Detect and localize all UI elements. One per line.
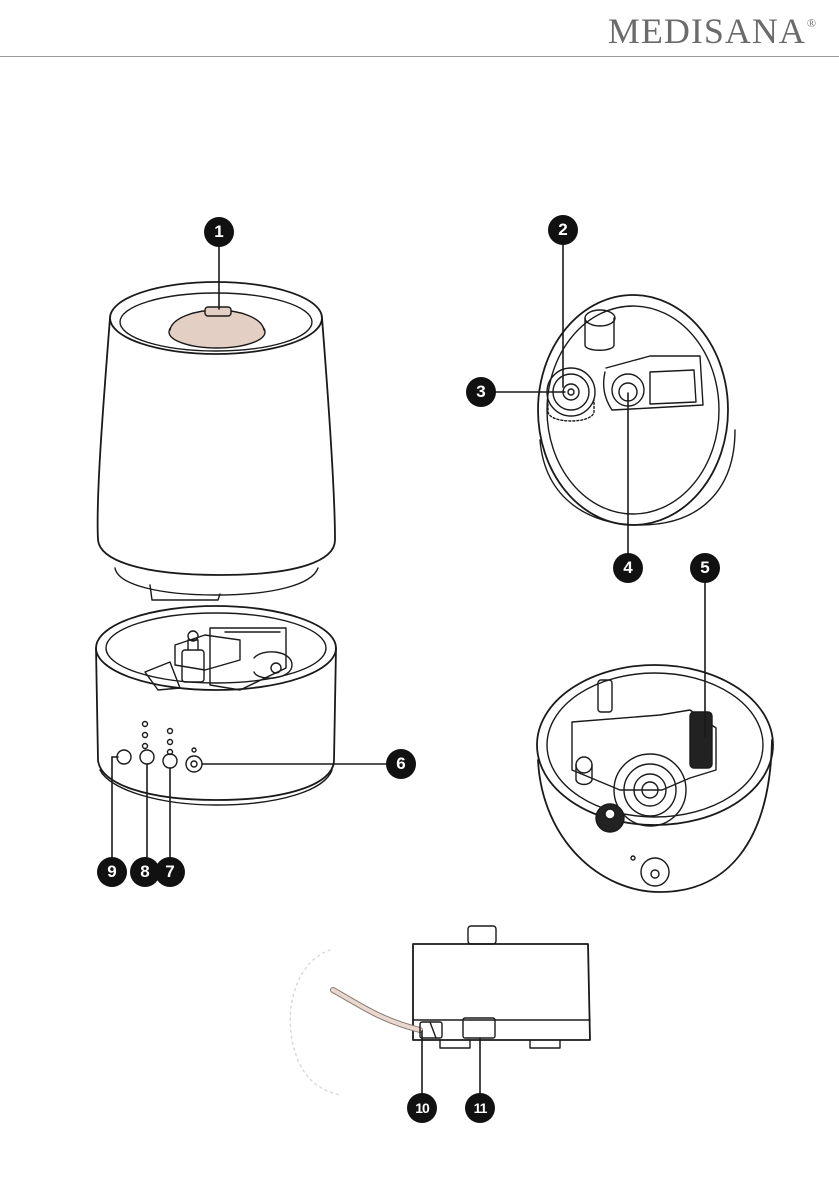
callout-4: 4 [613,553,643,583]
tank-bottom-view [538,295,735,525]
outlet-socket [463,1018,495,1038]
callout-9: 9 [97,857,127,887]
tank-lid-knob [169,307,265,348]
callout-1: 1 [204,217,234,247]
power-button [186,756,202,772]
callout-11: 11 [465,1093,495,1123]
callout-3: 3 [466,377,496,407]
button-9 [117,750,131,764]
base-top-view [537,665,773,892]
rear-view [290,926,590,1095]
button-8 [140,750,154,764]
callout-6: 6 [386,749,416,779]
callout-2: 2 [548,215,578,245]
callout-10: 10 [407,1093,437,1123]
base-unit [96,606,336,805]
callout-8: 8 [130,857,160,887]
water-tank [98,282,335,600]
button-7 [163,754,177,768]
callout-5: 5 [690,553,720,583]
